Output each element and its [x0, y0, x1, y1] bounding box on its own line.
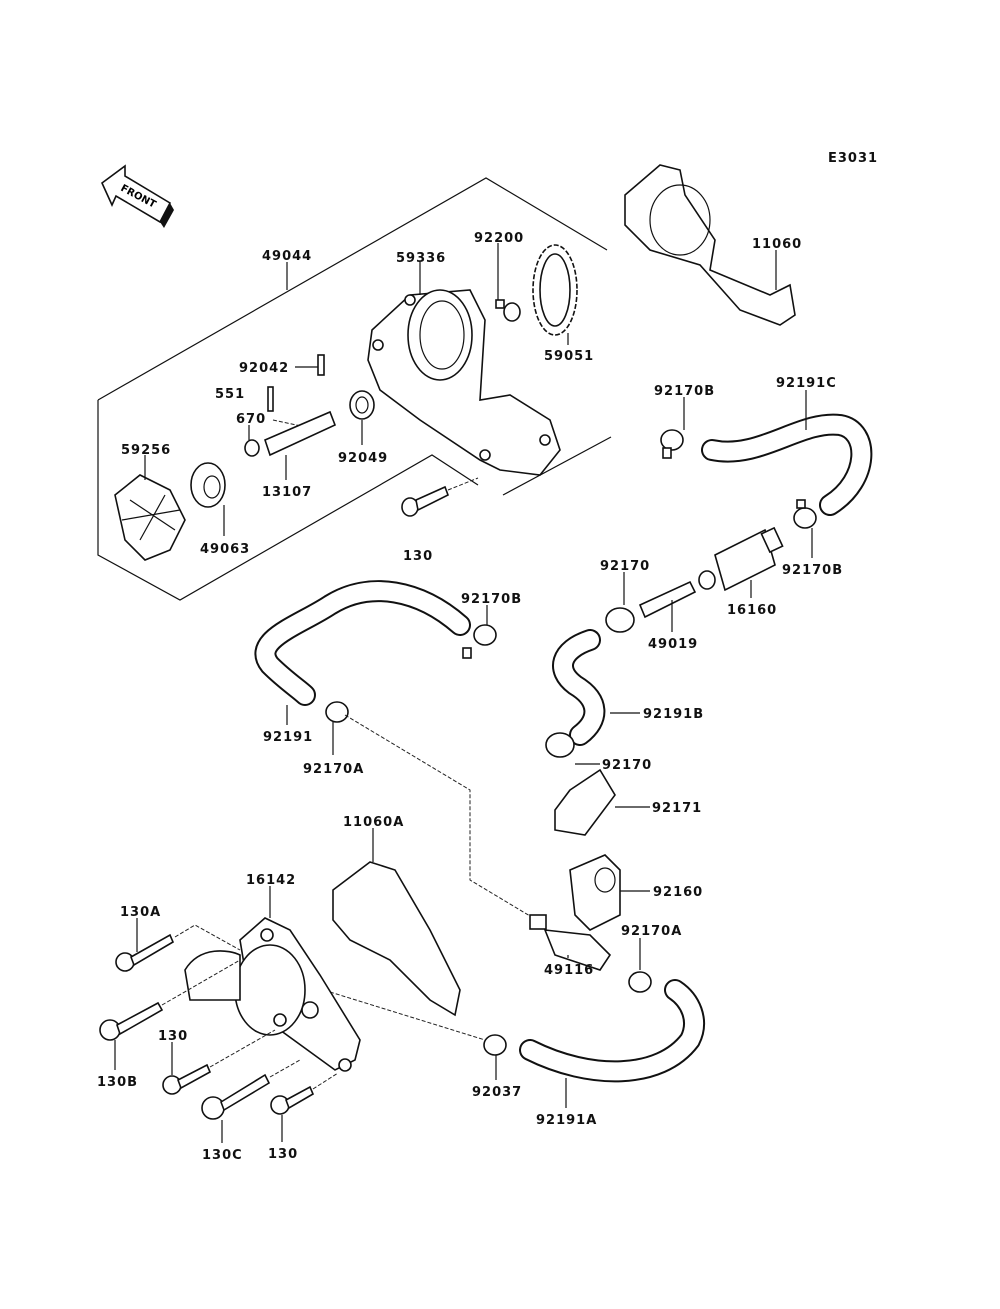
assembly-outline — [97, 177, 608, 401]
part-label-92170a[interactable]: 92170A — [303, 762, 364, 777]
part-label-16142[interactable]: 16142 — [246, 873, 296, 888]
pipe-16160 — [698, 526, 784, 598]
part-label-49044[interactable]: 49044 — [262, 249, 312, 264]
pump-housing — [367, 262, 561, 476]
part-label-92170[interactable]: 92170 — [600, 559, 650, 574]
part-label-92171[interactable]: 92171 — [652, 801, 702, 816]
part-label-16160[interactable]: 16160 — [727, 603, 777, 618]
part-label-92191a[interactable]: 92191A — [536, 1113, 597, 1128]
part-label-551[interactable]: 551 — [215, 387, 245, 402]
clamp-92170b-3 — [462, 605, 497, 659]
hose-92191c — [701, 390, 873, 516]
part-label-92170b[interactable]: 92170B — [461, 592, 522, 607]
part-label-92170a[interactable]: 92170A — [621, 924, 682, 939]
washer-92200 — [503, 302, 521, 322]
part-label-92160[interactable]: 92160 — [653, 885, 703, 900]
part-label-92191b[interactable]: 92191B — [643, 707, 704, 722]
clamp-92170b-2 — [793, 499, 817, 558]
part-label-49063[interactable]: 49063 — [200, 542, 250, 557]
bolt-130-lower-2 — [270, 1072, 339, 1142]
part-label-92200[interactable]: 92200 — [474, 231, 524, 246]
bolt-130 — [401, 477, 479, 517]
part-label-130b[interactable]: 130B — [97, 1075, 138, 1090]
part-label-92170[interactable]: 92170 — [602, 758, 652, 773]
front-arrow-icon: FRONT — [101, 164, 174, 228]
bracket-92171 — [554, 768, 650, 836]
pin-551 — [267, 386, 274, 412]
part-label-59336[interactable]: 59336 — [396, 251, 446, 266]
part-label-49116[interactable]: 49116 — [544, 963, 594, 978]
part-label-92191c[interactable]: 92191C — [776, 376, 837, 391]
part-label-13107[interactable]: 13107 — [262, 485, 312, 500]
diagram-code: E3031 — [828, 151, 878, 166]
fitting-49116 — [529, 914, 612, 971]
hose-92191a — [519, 979, 705, 1108]
part-label-130a[interactable]: 130A — [120, 905, 161, 920]
part-label-92170b[interactable]: 92170B — [654, 384, 715, 399]
part-label-130[interactable]: 130 — [268, 1147, 298, 1162]
clamp-92170b-1 — [660, 397, 685, 459]
part-label-49019[interactable]: 49019 — [648, 637, 698, 652]
part-label-130[interactable]: 130 — [158, 1029, 188, 1044]
part-label-92049[interactable]: 92049 — [338, 451, 388, 466]
clamp-92170-2 — [545, 732, 600, 765]
part-label-92170b[interactable]: 92170B — [782, 563, 843, 578]
bolt-130b — [99, 959, 241, 1070]
part-label-92042[interactable]: 92042 — [239, 361, 289, 376]
damper-92160 — [569, 854, 650, 931]
bolt-130c — [201, 1059, 301, 1143]
part-label-59256[interactable]: 59256 — [121, 443, 171, 458]
pump-cover-16142 — [184, 886, 361, 1072]
gasket-11060 — [624, 164, 796, 326]
clamp-92170a-2 — [628, 938, 652, 993]
hose-92191b — [552, 629, 640, 746]
gasket-11060a — [332, 861, 461, 1017]
clamp-92170-1 — [605, 572, 635, 633]
part-label-130c[interactable]: 130C — [202, 1148, 243, 1163]
hose-92191 — [254, 580, 471, 725]
seal-92049 — [349, 390, 375, 420]
pump-gear — [532, 244, 578, 345]
impeller-59256 — [114, 455, 186, 561]
fitting-49019 — [638, 580, 697, 632]
part-label-11060a[interactable]: 11060A — [343, 815, 404, 830]
part-label-92037[interactable]: 92037 — [472, 1085, 522, 1100]
part-label-670[interactable]: 670 — [236, 412, 266, 427]
part-label-11060[interactable]: 11060 — [752, 237, 802, 252]
clamp-92170a-1 — [325, 701, 349, 755]
pin-92042 — [317, 354, 325, 376]
clamp-92037 — [483, 1034, 507, 1080]
bolt-130a — [115, 918, 241, 972]
part-label-59051[interactable]: 59051 — [544, 349, 594, 364]
bolt-130-lower-1 — [162, 1029, 276, 1095]
part-label-130[interactable]: 130 — [403, 549, 433, 564]
part-label-92191[interactable]: 92191 — [263, 730, 313, 745]
oring-670 — [244, 439, 260, 457]
shaft-13107 — [264, 410, 337, 457]
